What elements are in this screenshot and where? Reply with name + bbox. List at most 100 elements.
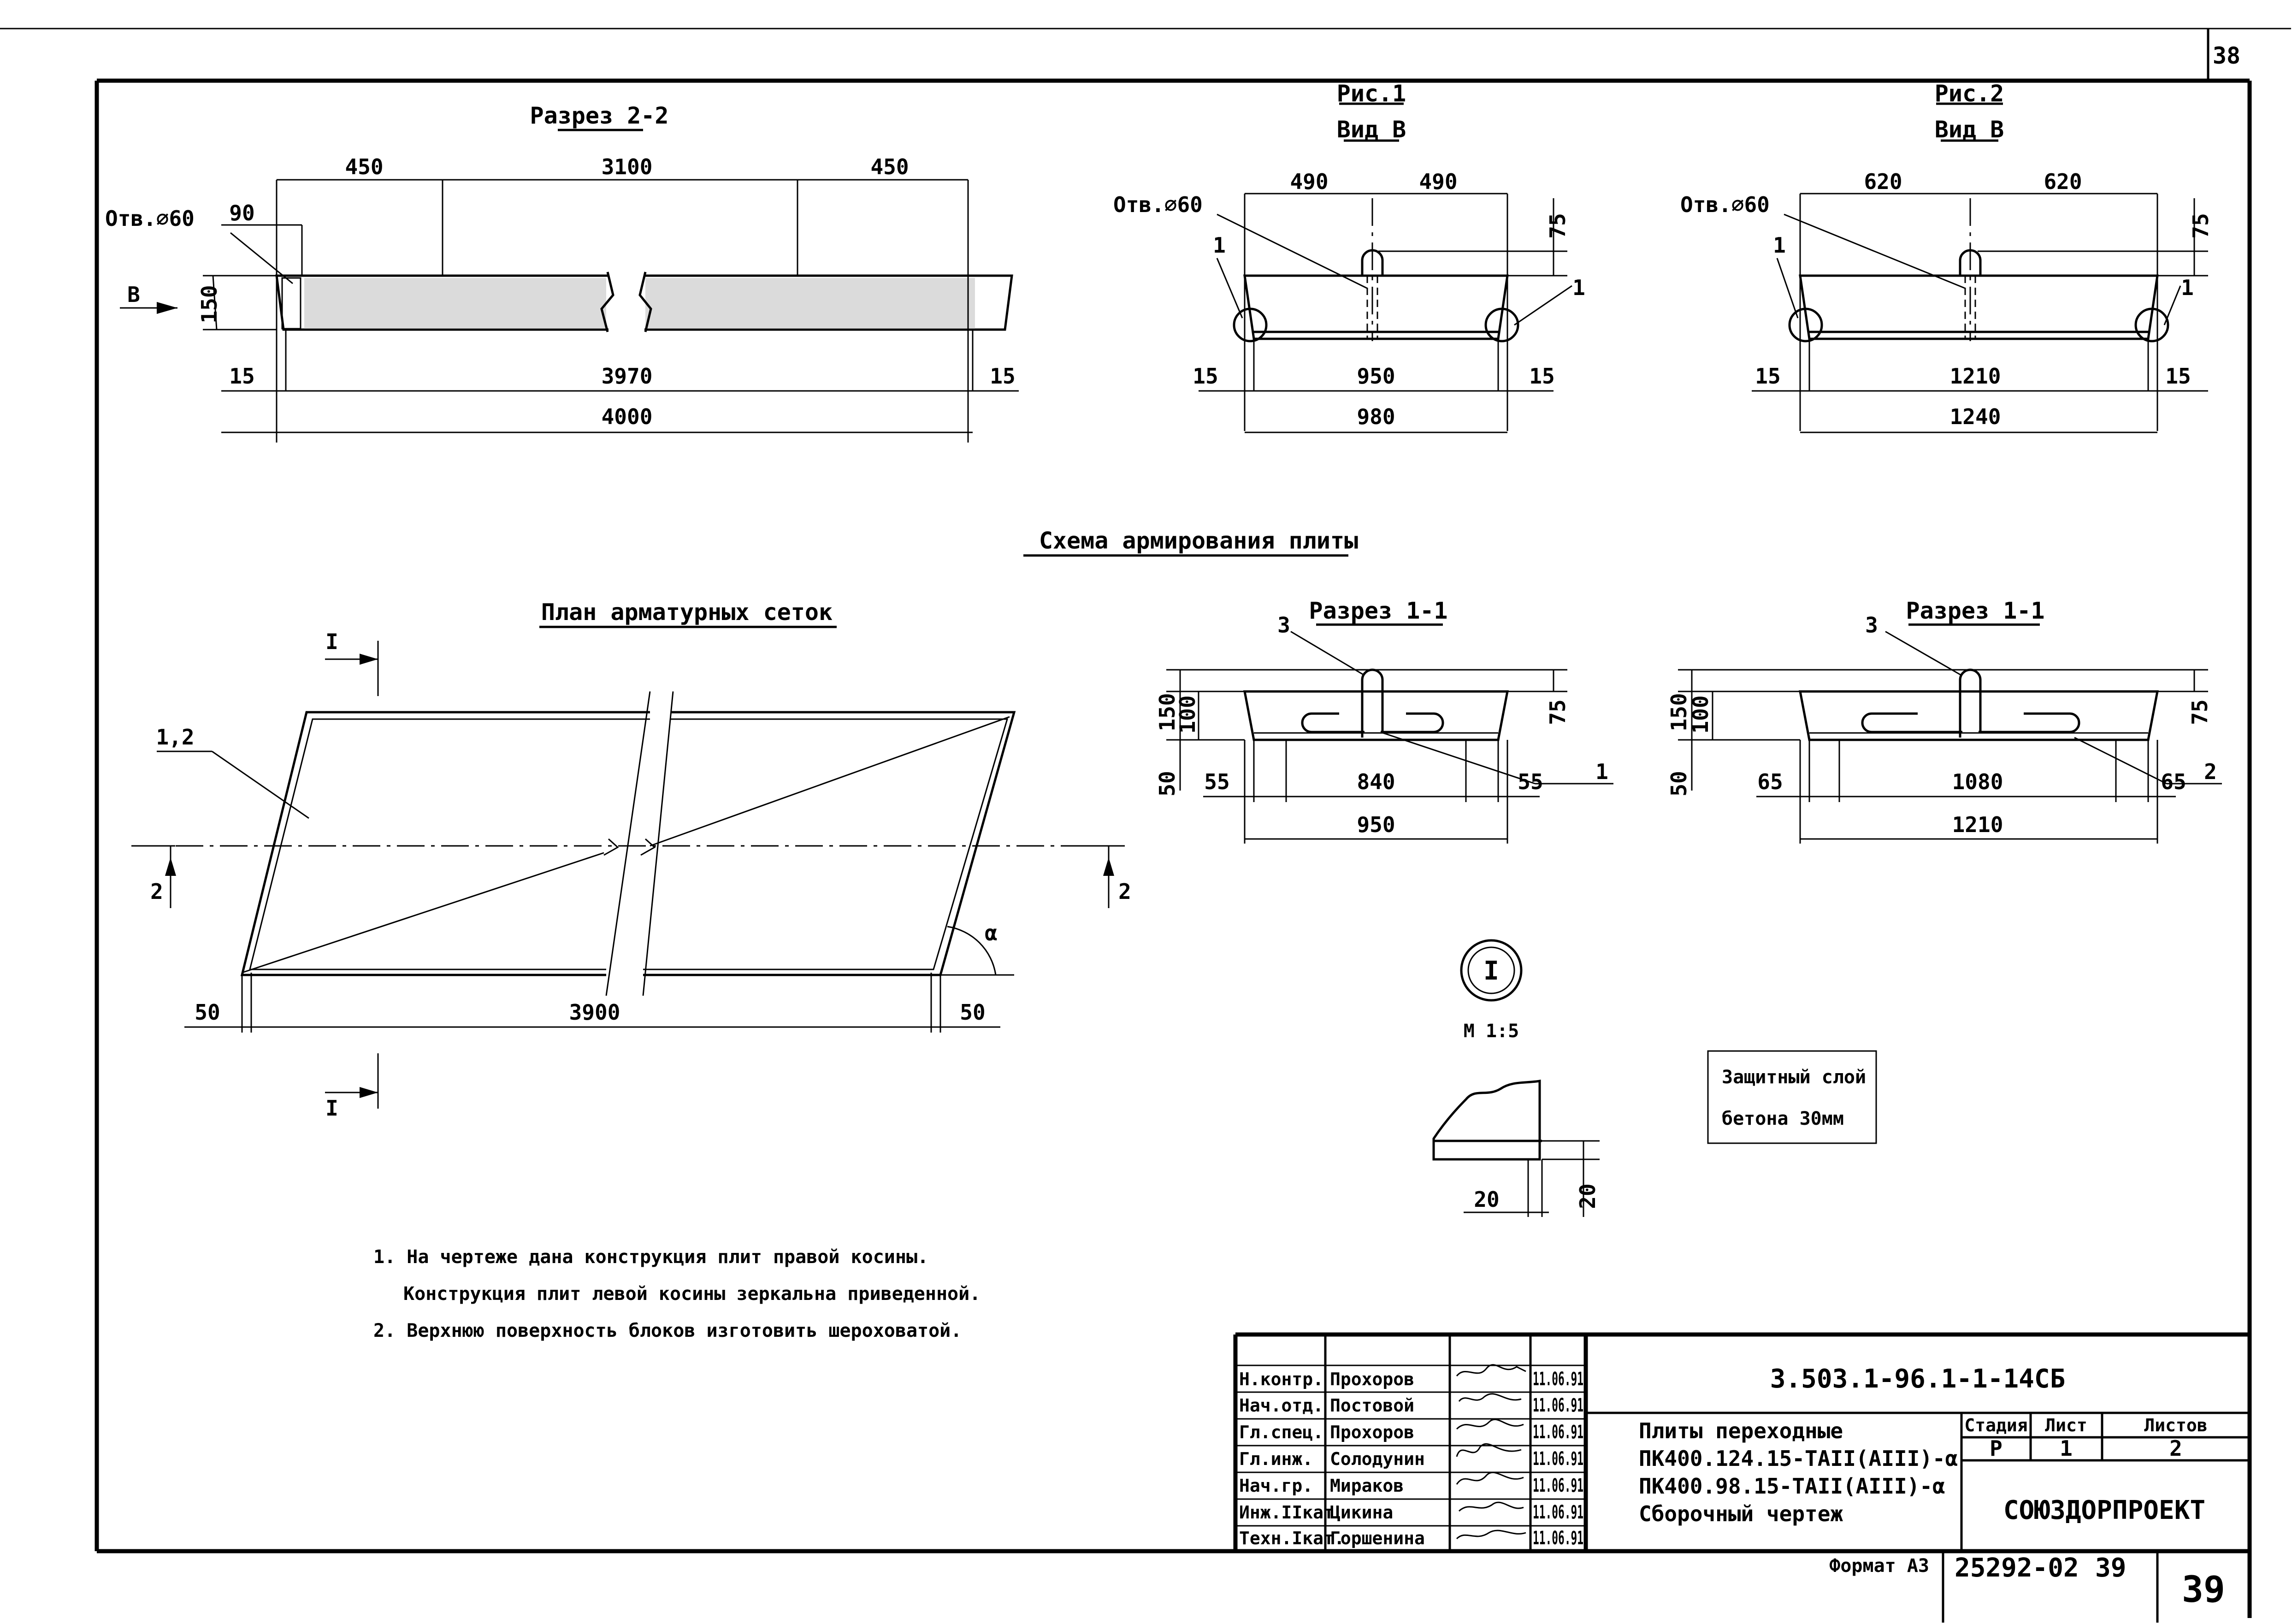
title-name-line1: Плиты переходные <box>1639 1418 1843 1443</box>
sig-role-6: Инж.IIкат <box>1239 1502 1334 1523</box>
sig-name-5: Мираков <box>1330 1476 1404 1496</box>
cover-note-box <box>1707 1050 1877 1144</box>
plan-angle-label: α <box>985 921 998 945</box>
notes: 1. На чертеже дана конструкция плит прав… <box>373 1246 981 1341</box>
sig-name-1: Прохоров <box>1330 1369 1414 1389</box>
node-detail <box>1432 939 1600 1217</box>
section-1-1b-dim-mid: 1080 <box>1952 769 2003 794</box>
sig-role-7: Техн.Iкат. <box>1239 1528 1345 1548</box>
plan-marker: 1,2 <box>156 725 194 750</box>
node-scale: М 1:5 <box>1464 1021 1519 1042</box>
sheets-value: 2 <box>2169 1436 2182 1461</box>
sig-name-4: Солодунин <box>1330 1449 1425 1469</box>
section-2-2-dim-left-edge: 15 <box>229 364 254 389</box>
fig1-dim-left: 15 <box>1193 364 1218 389</box>
section-1-1a-dim-h150: 150 <box>1155 693 1180 731</box>
section-2-2-dim-height: 150 <box>197 285 222 323</box>
section-1-1a <box>1166 623 1613 844</box>
section-1-1b-dim-h75: 75 <box>2187 699 2212 725</box>
plan-title: План арматурных сеток <box>541 599 833 626</box>
section-1-1b-dim-h50: 50 <box>1666 771 1691 796</box>
fig1-dim-right: 15 <box>1529 364 1554 389</box>
sig-name-6: Цикина <box>1330 1502 1393 1523</box>
scheme-title: Схема армирования плиты <box>1039 527 1358 554</box>
title-name-line2: ПК400.124.15-ТАII(AIII)-α <box>1639 1446 1958 1471</box>
section-1-1a-dim-total: 950 <box>1357 812 1395 837</box>
section-1-1b-dim-right: 65 <box>2161 769 2186 794</box>
fig2-dim-top-right: 620 <box>2044 169 2082 194</box>
section-1-1b-dim-h150: 150 <box>1666 693 1691 731</box>
fig1-view <box>1199 102 1572 433</box>
sig-date-2: 11.06.91 <box>1533 1395 1583 1416</box>
fig1-dim-mid: 950 <box>1357 364 1395 389</box>
sig-name-3: Прохоров <box>1330 1422 1414 1442</box>
section-1-1b-marker-right: 2 <box>2204 759 2217 784</box>
section-1-1a-dim-h100: 100 <box>1175 695 1200 733</box>
sig-role-1: Н.контр. <box>1239 1369 1323 1389</box>
fig1-hole-label: Отв.⌀60 <box>1113 192 1203 217</box>
node-dim-vertical: 20 <box>1575 1183 1600 1209</box>
sheet-frame <box>0 28 2291 1623</box>
plan-meshes <box>131 626 1125 1109</box>
sig-date-6: 11.06.91 <box>1533 1502 1583 1523</box>
node-number: I <box>1483 956 1499 986</box>
fig1-marker-right: 1 <box>1572 275 1585 300</box>
sig-date-7: 11.06.91 <box>1533 1528 1583 1549</box>
fig1-subtitle: Вид В <box>1337 116 1406 143</box>
section-1-1b-marker-top: 3 <box>1865 613 1878 638</box>
node-dim-horizontal: 20 <box>1474 1187 1499 1212</box>
fig2-dim-left: 15 <box>1755 364 1780 389</box>
format-label: Формат А3 <box>1829 1555 1929 1577</box>
section-2-2-dim-total: 4000 <box>602 404 653 429</box>
section-2-2: Разрез 2-2 <box>120 102 1019 443</box>
plan-dim-mid: 3900 <box>569 1000 620 1025</box>
section-2-2-dim-mid: 3970 <box>602 364 653 389</box>
title-name-line3: ПК400.98.15-ТАII(AIII)-α <box>1639 1474 1945 1499</box>
stage-value: Р <box>1990 1436 2003 1461</box>
fig2-dim-top-left: 620 <box>1864 169 1902 194</box>
section-1-1b <box>1678 623 2222 844</box>
section-2-2-dim-top-mid: 3100 <box>602 154 653 179</box>
section-1-1a-dim-left: 55 <box>1204 769 1229 794</box>
section-1-1a-dim-h50: 50 <box>1155 771 1180 796</box>
plan-dim-right: 50 <box>960 1000 985 1025</box>
document-code: 3.503.1-96.1-1-14СБ <box>1770 1364 2066 1394</box>
sig-date-5: 11.06.91 <box>1533 1475 1583 1496</box>
section-1-1a-dim-h75: 75 <box>1545 699 1570 725</box>
section-2-2-dim-right-edge: 15 <box>990 364 1015 389</box>
signature-rows: Н.контр. Прохоров 11.06.91 Нач.отд. Пост… <box>1239 1369 1583 1549</box>
section-2-2-hole-label: Отв.⌀60 <box>105 206 195 231</box>
fig2-subtitle: Вид В <box>1935 116 2004 143</box>
section-1-1b-dim-total: 1210 <box>1952 812 2003 837</box>
title-block <box>1233 1332 2250 1551</box>
fig1-dim-height: 75 <box>1545 213 1570 238</box>
fig1-title: Рис.1 <box>1337 80 1406 107</box>
plan-cut2-left: 2 <box>150 879 163 904</box>
title-name-line4: Сборочный чертеж <box>1639 1501 1843 1526</box>
plan-cut2-right: 2 <box>1118 879 1131 904</box>
sheets-header: Листов <box>2144 1415 2207 1435</box>
section-1-1a-marker-top: 3 <box>1277 613 1290 638</box>
sig-date-1: 11.06.91 <box>1533 1369 1583 1390</box>
note-1: 1. На чертеже дана конструкция плит прав… <box>373 1246 928 1268</box>
section-1-1b-dim-h100: 100 <box>1688 695 1713 733</box>
plan-cut1-top: I <box>325 629 338 654</box>
fig2-title: Рис.2 <box>1935 80 2004 107</box>
sig-role-3: Гл.спец. <box>1239 1422 1323 1442</box>
fig2-dim-total: 1240 <box>1950 404 2001 429</box>
archive-sheet: 39 <box>2095 1553 2126 1583</box>
cover-note-line2: бетона 30мм <box>1722 1108 1844 1129</box>
section-2-2-title: Разрез 2-2 <box>530 102 668 129</box>
fig2-hole-label: Отв.⌀60 <box>1680 192 1770 217</box>
section-2-2-dim-hole-offset: 90 <box>229 201 254 225</box>
section-1-1a-title: Разрез 1-1 <box>1309 597 1447 624</box>
fig2-marker-right: 1 <box>2181 275 2194 300</box>
fig1-marker-left: 1 <box>1213 233 1226 258</box>
fig1-dim-top-left: 490 <box>1290 169 1328 194</box>
section-1-1a-dim-mid: 840 <box>1357 769 1395 794</box>
bottom-page-number: 39 <box>2182 1569 2225 1611</box>
section-2-2-dim-top-right: 450 <box>870 154 909 179</box>
sig-name-2: Постовой <box>1330 1395 1414 1416</box>
fig2-dim-height: 75 <box>2188 213 2213 238</box>
stage-header: Стадия <box>1964 1415 2027 1435</box>
